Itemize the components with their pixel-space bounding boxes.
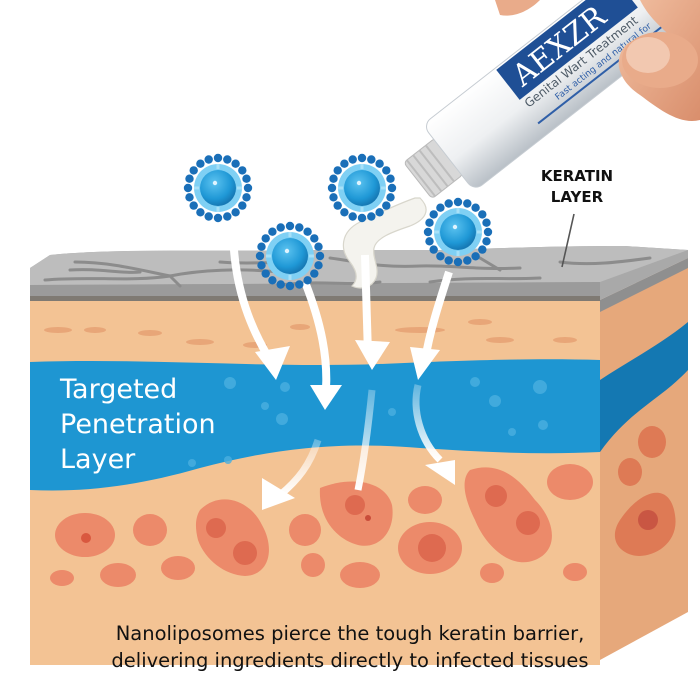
penetration-label-line2: Penetration <box>60 409 216 440</box>
liposome-icon <box>182 152 254 224</box>
keratin-layer-label: KERATIN LAYER <box>532 166 622 208</box>
keratin-label-line1: KERATIN <box>540 167 614 185</box>
keratin-pointer-line <box>561 213 575 268</box>
skin-block-side-face <box>600 258 688 660</box>
penetration-label-line1: Targeted <box>60 374 178 405</box>
penetration-label-line3: Layer <box>60 444 136 475</box>
penetration-layer-label: Targeted Penetration Layer <box>60 372 216 477</box>
caption-line2: delivering ingredients directly to infec… <box>111 649 589 672</box>
hand <box>495 0 700 121</box>
caption-line1: Nanoliposomes pierce the tough keratin b… <box>115 622 585 645</box>
infected-tissue <box>50 464 593 588</box>
penetration-layer-band <box>30 359 600 491</box>
keratin-label-line2: LAYER <box>550 188 604 206</box>
caption: Nanoliposomes pierce the tough keratin b… <box>0 620 700 674</box>
penetration-arrows <box>230 249 455 510</box>
